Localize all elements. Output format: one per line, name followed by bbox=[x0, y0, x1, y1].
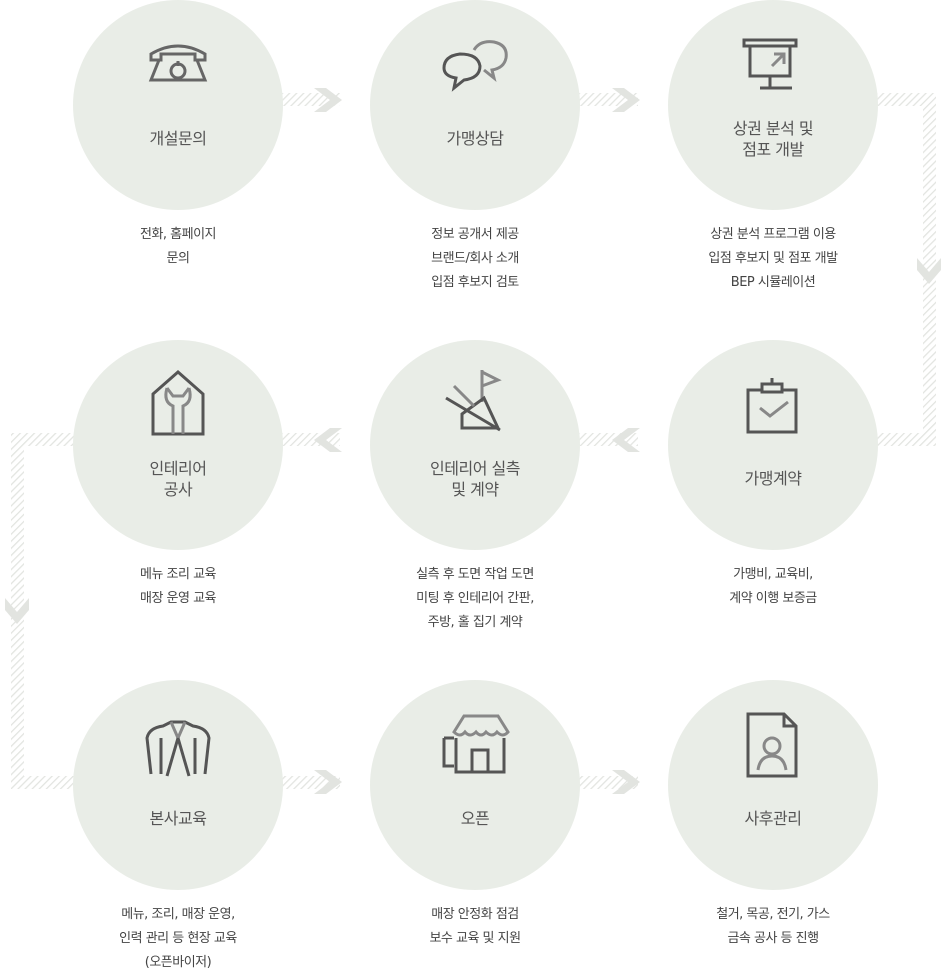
step-title: 가맹계약 bbox=[744, 469, 802, 488]
step-open: 오픈 bbox=[370, 680, 580, 890]
step-title: 인테리어 공사 bbox=[149, 459, 207, 499]
step-consultation: 가맹상담 bbox=[370, 0, 580, 210]
speech-bubbles-icon bbox=[442, 40, 508, 92]
presentation-board-icon bbox=[742, 38, 798, 90]
arrow-right-icon bbox=[612, 770, 640, 794]
step-title: 상권 분석 및 점포 개발 bbox=[732, 119, 814, 159]
arrow-right-icon bbox=[314, 770, 342, 794]
arrow-right-icon bbox=[612, 88, 640, 112]
step-title: 본사교육 bbox=[149, 809, 207, 828]
step-description: 메뉴, 조리, 매장 운영, 인력 관리 등 현장 교육 (오픈바이저) bbox=[119, 907, 237, 970]
step-description: 철거, 목공, 전기, 가스 금속 공사 등 진행 bbox=[716, 907, 830, 946]
step-title: 오픈 bbox=[460, 809, 490, 828]
arrow-down-icon bbox=[5, 598, 29, 624]
arrow-right-icon bbox=[314, 88, 342, 112]
step-title: 사후관리 bbox=[744, 809, 802, 828]
storefront-icon bbox=[442, 714, 510, 774]
arrow-down-icon bbox=[917, 258, 941, 284]
step-description: 상권 분석 프로그램 이용 입점 후보지 및 점포 개발 BEP 시뮬레이션 bbox=[708, 227, 838, 290]
step-title: 개설문의 bbox=[149, 129, 207, 148]
flag-site-icon bbox=[445, 370, 502, 432]
step-interior-construction: 인테리어 공사 bbox=[73, 340, 283, 550]
step-title: 가맹상담 bbox=[446, 129, 504, 148]
step-description: 실측 후 도면 작업 도면 미팅 후 인테리어 간판, 주방, 홀 집기 계약 bbox=[416, 567, 534, 630]
document-person-icon bbox=[746, 712, 798, 778]
step-hq-training: 본사교육 bbox=[73, 680, 283, 890]
uniform-icon bbox=[145, 720, 211, 777]
step-after-care: 사후관리 bbox=[668, 680, 878, 890]
step-description: 매장 안정화 점검 보수 교육 및 지원 bbox=[429, 907, 521, 946]
clipboard-check-icon bbox=[746, 378, 798, 434]
telephone-icon bbox=[148, 44, 208, 82]
step-description: 정보 공개서 제공 브랜드/회사 소개 입점 후보지 검토 bbox=[431, 227, 519, 290]
step-description: 가맹비, 교육비, 계약 이행 보증금 bbox=[729, 567, 817, 606]
step-description: 메뉴 조리 교육 매장 운영 교육 bbox=[139, 567, 217, 606]
arrow-left-icon bbox=[314, 428, 342, 452]
step-franchise-contract: 가맹계약 bbox=[668, 340, 878, 550]
wrench-house-icon bbox=[151, 370, 205, 436]
step-description: 전화, 홈페이지 문의 bbox=[139, 227, 217, 266]
step-interior-survey: 인테리어 실측 및 계약 bbox=[370, 340, 580, 550]
step-inquiry: 개설문의 bbox=[73, 0, 283, 210]
step-market-analysis: 상권 분석 및 점포 개발 bbox=[668, 0, 878, 210]
step-title: 인테리어 실측 및 계약 bbox=[430, 459, 520, 499]
arrow-left-icon bbox=[612, 428, 640, 452]
